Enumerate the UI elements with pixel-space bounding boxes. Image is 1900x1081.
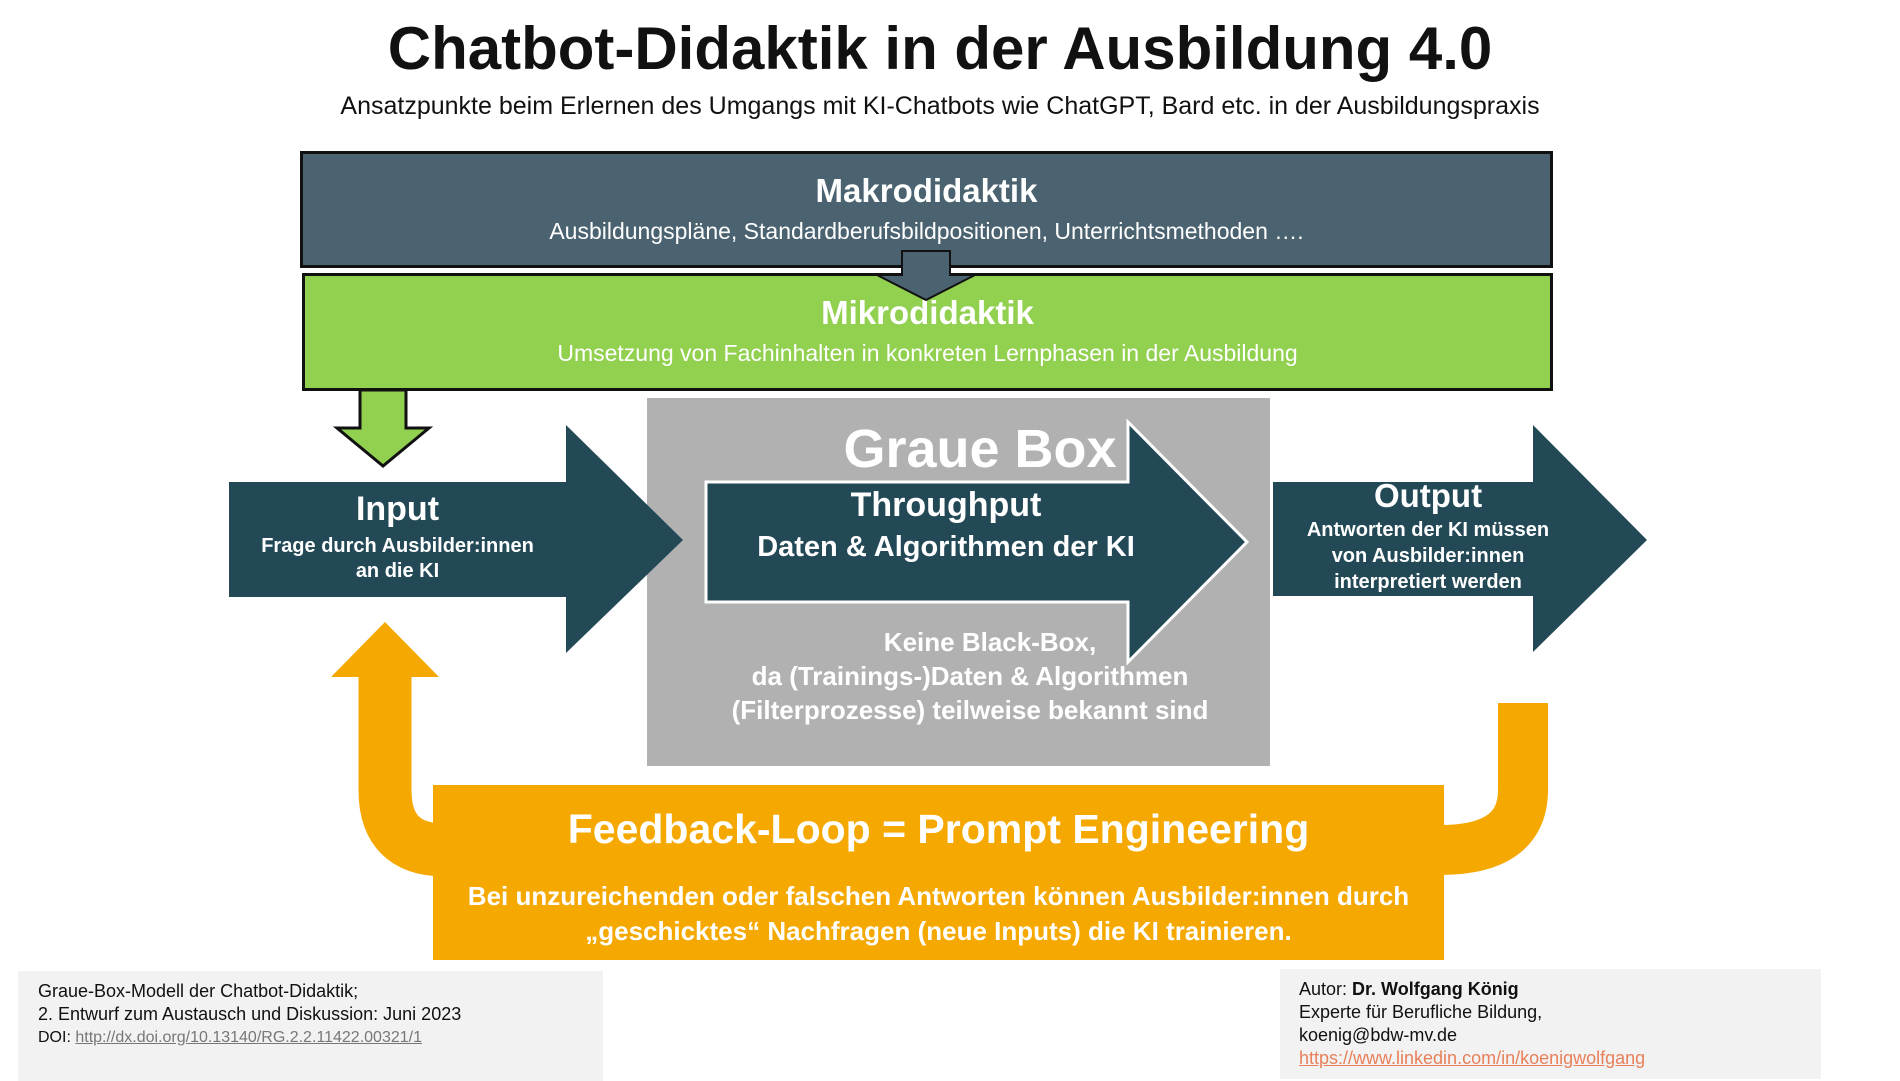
grey-line1: Keine Black-Box, xyxy=(883,627,1097,657)
input-arrow xyxy=(229,425,683,653)
output-heading: Output xyxy=(1373,477,1483,514)
makrodidaktik-box: Makrodidaktik Ausbildungspläne, Standard… xyxy=(300,151,1553,268)
author-role: Experte für Berufliche Bildung, xyxy=(1299,1002,1543,1022)
output-label: Output Antworten der KI müssen von Ausbi… xyxy=(1273,477,1583,594)
mikro-text: Umsetzung von Fachinhalten in konkreten … xyxy=(557,340,1298,366)
feedback-arrow-head xyxy=(331,622,439,677)
makro-heading: Makrodidaktik xyxy=(815,172,1038,209)
author-email: koenig@bdw-mv.de xyxy=(1299,1025,1458,1045)
graue-box-heading: Graue Box xyxy=(843,419,1117,479)
grey-line3: (Filterprozesse) teilweise bekannt sind xyxy=(731,695,1209,725)
output-line3: interpretiert werden xyxy=(1334,571,1522,593)
feedback-loop-left-arrow xyxy=(358,675,447,877)
note-left-line1: Graue-Box-Modell der Chatbot-Didaktik; xyxy=(38,981,359,1001)
feedback-heading: Feedback-Loop = Prompt Engineering xyxy=(567,806,1310,852)
author-name: Dr. Wolfgang König xyxy=(1352,979,1519,999)
grey-line2: da (Trainings-)Daten & Algorithmen xyxy=(751,661,1189,691)
doi-link[interactable]: http://dx.doi.org/10.13140/RG.2.2.11422.… xyxy=(75,1029,422,1046)
feedback-line1: Bei unzureichenden oder falschen Antwort… xyxy=(467,881,1410,911)
throughput-heading: Throughput xyxy=(850,486,1042,524)
green-down-arrow xyxy=(332,388,434,468)
input-label: Input Frage durch Ausbilder:innen an die… xyxy=(229,490,566,583)
linkedin-link[interactable]: https://www.linkedin.com/in/koenigwolfga… xyxy=(1299,1048,1646,1068)
note-left-line2: 2. Entwurf zum Austausch und Diskussion:… xyxy=(38,1004,462,1024)
feedback-line2: „geschicktes“ Nachfragen (neue Inputs) d… xyxy=(585,916,1292,946)
makro-down-arrow xyxy=(876,250,976,302)
makro-text: Ausbildungspläne, Standardberufsbildposi… xyxy=(549,218,1304,244)
input-line1: Frage durch Ausbilder:innen xyxy=(261,535,534,557)
throughput-label: Throughput Daten & Algorithmen der KI xyxy=(706,486,1186,564)
author-label: Autor: xyxy=(1299,979,1353,999)
input-heading: Input xyxy=(355,490,440,528)
output-line2: von Ausbilder:innen xyxy=(1331,545,1525,567)
doi-label: DOI: xyxy=(38,1029,76,1046)
output-arrow xyxy=(1273,425,1647,652)
model-info-note: Graue-Box-Modell der Chatbot-Didaktik; 2… xyxy=(18,971,603,1081)
feedback-loop-right-band xyxy=(1439,703,1548,875)
author-info-note: Autor: Dr. Wolfgang König Experte für Be… xyxy=(1280,969,1821,1079)
input-line2: an die KI xyxy=(355,560,440,582)
throughput-line1: Daten & Algorithmen der KI xyxy=(757,531,1135,563)
graue-box-text: Keine Black-Box, da (Trainings-)Daten & … xyxy=(690,625,1250,727)
page-subtitle: Ansatzpunkte beim Erlernen des Umgangs m… xyxy=(340,92,1540,120)
output-line1: Antworten der KI müssen xyxy=(1306,519,1550,541)
feedback-loop-box: Feedback-Loop = Prompt Engineering Bei u… xyxy=(433,785,1444,960)
throughput-arrow xyxy=(704,418,1250,666)
page-title: Chatbot-Didaktik in der Ausbildung 4.0 xyxy=(387,15,1493,82)
